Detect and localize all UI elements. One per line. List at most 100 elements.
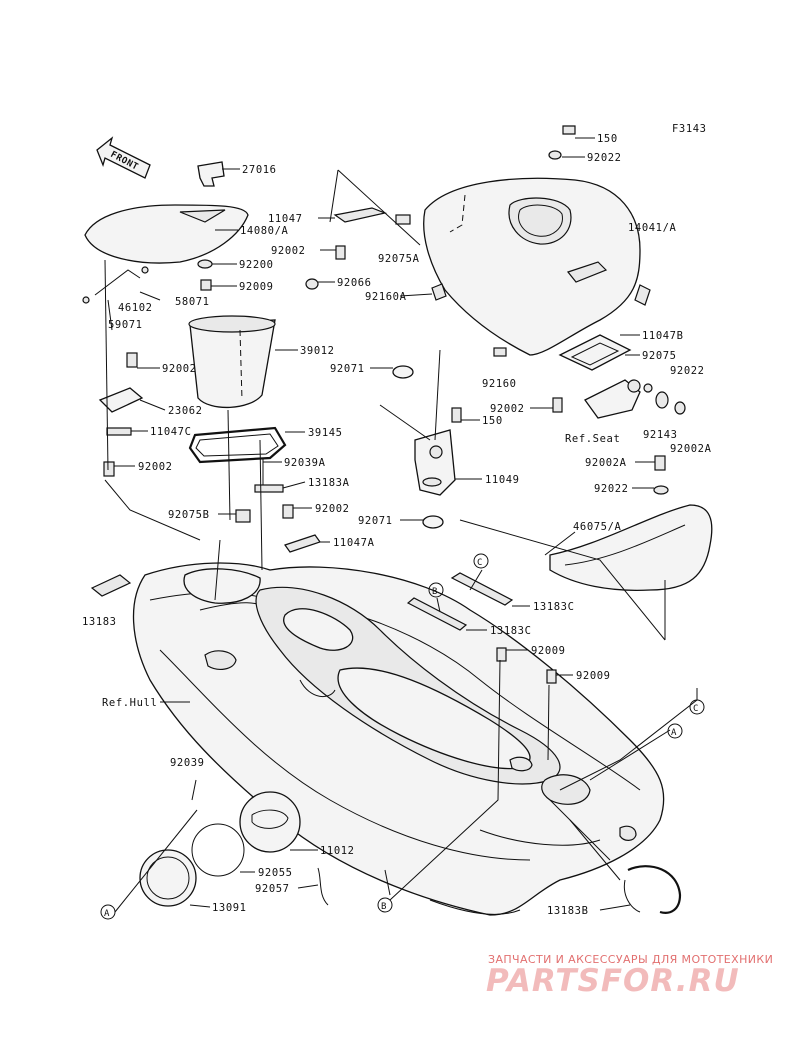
label-92002-mid: 92002 <box>490 403 525 415</box>
strap-13183c-icon <box>406 572 514 631</box>
hull-body <box>132 562 665 916</box>
callout-b-2: B <box>377 897 393 913</box>
label-92009-hull-1: 92009 <box>531 645 566 657</box>
label-92022-right: 92022 <box>670 365 705 377</box>
label-92075b: 92075B <box>168 509 210 521</box>
label-ref-seat: Ref.Seat <box>565 433 620 445</box>
label-92002a-right: 92002A <box>670 443 712 455</box>
label-58071: 58071 <box>175 296 210 308</box>
label-11012: 11012 <box>320 845 355 857</box>
bracket-11047b-part <box>558 334 632 371</box>
plate-11047c-icon <box>106 427 132 436</box>
label-14080a: 14080/A <box>240 225 289 237</box>
front-arrow-icon: FRONT <box>96 136 151 179</box>
callout-c-2: C <box>689 699 705 715</box>
watermark-logo: PARTSFOR.RU <box>486 963 740 999</box>
seat-latch-part <box>197 161 225 187</box>
label-14041a: 14041/A <box>628 222 677 234</box>
callout-a-1-text: A <box>671 728 677 738</box>
label-92039: 92039 <box>170 757 205 769</box>
spacer-92075b-icon <box>235 509 251 523</box>
callout-c-2-text: C <box>693 704 699 714</box>
label-92066: 92066 <box>337 277 372 289</box>
pad-92160a-icon <box>431 283 447 301</box>
callout-a-2-text: A <box>104 909 110 919</box>
plate-13183a-icon <box>254 484 284 493</box>
label-13183b: 13183B <box>547 905 589 917</box>
callout-b-2-text: B <box>381 902 387 912</box>
label-11047b: 11047B <box>642 330 684 342</box>
label-46102: 46102 <box>118 302 153 314</box>
gasket-39145-part <box>188 426 287 464</box>
latch-23062-icon <box>98 387 144 413</box>
label-46075a: 46075/A <box>573 521 622 533</box>
mount-bracket-11049-part <box>414 429 456 496</box>
label-92022-low: 92022 <box>594 483 629 495</box>
bolt-92002a-icon <box>653 455 669 495</box>
cap-92066-icon <box>305 278 319 290</box>
watermark-subtitle: ЗАПЧАСТИ И АКСЕССУАРЫ ДЛЯ МОТОТЕХНИКИ <box>488 953 774 966</box>
plate-11047a-icon <box>284 534 321 553</box>
label-11049: 11049 <box>485 474 520 486</box>
cord-92057-icon <box>317 867 329 906</box>
pin-92039-icon <box>191 779 197 801</box>
label-11047: 11047 <box>268 213 303 225</box>
label-39145: 39145 <box>308 427 343 439</box>
grab-handle-part <box>549 504 713 591</box>
label-59071: 59071 <box>108 319 143 331</box>
bolt-92002-mid-icon <box>552 397 563 413</box>
bolt-92002-low-icon <box>282 504 294 519</box>
label-13183a: 13183A <box>308 477 350 489</box>
clamp-13183b-part <box>623 865 682 914</box>
washer-stack-part <box>643 383 686 415</box>
label-92075: 92075 <box>642 350 677 362</box>
label-92002a-mid: 92002A <box>585 457 627 469</box>
o-ring-92055-part <box>191 823 245 877</box>
label-92039a: 92039A <box>284 457 326 469</box>
label-92057: 92057 <box>255 883 290 895</box>
cushion-92075a-icon <box>395 214 411 225</box>
bolt-92002-left-icon <box>103 352 138 477</box>
callout-b-1-text: B <box>432 587 438 597</box>
label-92002-top: 92002 <box>271 245 306 257</box>
bolt-92009-icon <box>200 279 212 291</box>
label-92075a: 92075A <box>378 253 420 265</box>
label-23062: 23062 <box>168 405 203 417</box>
cable-46102-icon <box>82 266 149 304</box>
label-92071-top: 92071 <box>330 363 365 375</box>
bolt-92009-hull-icon <box>496 647 557 684</box>
label-11047a: 11047A <box>333 537 375 549</box>
callout-a-2: A <box>100 904 116 920</box>
label-11047c: 11047C <box>150 426 192 438</box>
bracket-11047-icon <box>333 207 388 223</box>
ring-13091-part <box>139 849 197 907</box>
label-13183c-2: 13183C <box>490 625 532 637</box>
label-92002-low: 92002 <box>315 503 350 515</box>
bolt-92002-top-icon <box>335 245 346 260</box>
label-13183: 13183 <box>82 616 117 628</box>
label-92143: 92143 <box>643 429 678 441</box>
label-13183c-1: 13183C <box>533 601 575 613</box>
label-13091: 13091 <box>212 902 247 914</box>
label-92071-low: 92071 <box>358 515 393 527</box>
callout-a-1: A <box>667 723 683 739</box>
bolt-150-mid-icon <box>451 407 462 423</box>
front-cover-part <box>423 177 651 356</box>
part-labels: 150 92022 27016 11047 14041/A 14080/A 92… <box>82 133 712 917</box>
label-92009-top: 92009 <box>239 281 274 293</box>
label-92200: 92200 <box>239 259 274 271</box>
label-92055: 92055 <box>258 867 293 879</box>
label-92002-left: 92002 <box>162 363 197 375</box>
label-ref-hull: Ref.Hull <box>102 697 157 709</box>
label-92009-hull-2: 92009 <box>576 670 611 682</box>
callout-b-1: B <box>428 582 444 598</box>
label-150-top: 150 <box>597 133 618 145</box>
label-92022-top: 92022 <box>587 152 622 164</box>
grommet-92071-part <box>392 365 444 529</box>
label-150-mid: 150 <box>482 415 503 427</box>
plate-13183-icon <box>90 574 132 597</box>
label-27016: 27016 <box>242 164 277 176</box>
label-92002-low-left: 92002 <box>138 461 173 473</box>
label-92160a: 92160A <box>365 291 407 303</box>
